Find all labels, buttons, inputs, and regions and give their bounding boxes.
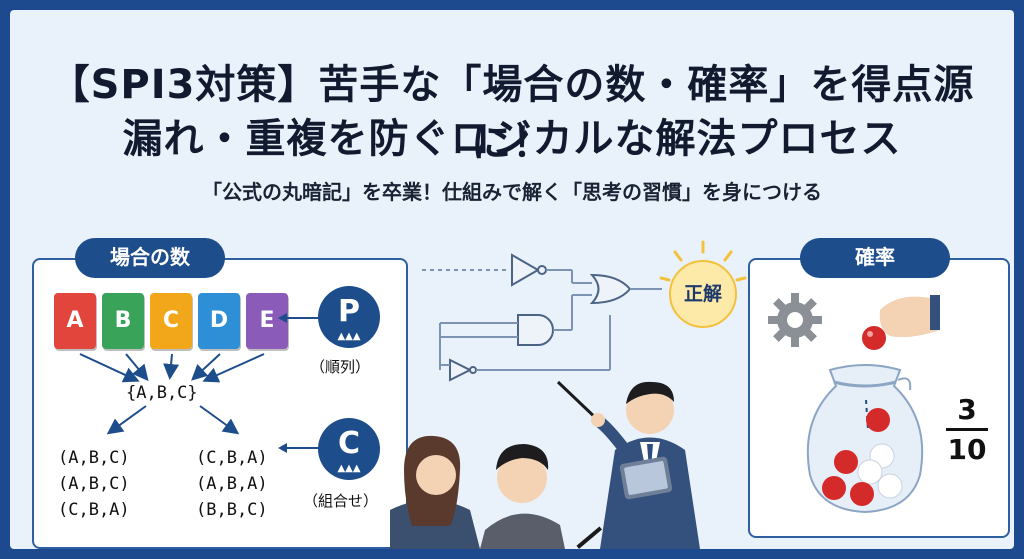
permutation-icon: P ▲▲▲ xyxy=(318,286,380,348)
permutation-caption: （順列） xyxy=(310,358,371,376)
card-c: C xyxy=(150,293,192,349)
card-a: A xyxy=(54,293,96,349)
infographic-canvas: 【SPI3対策】苦手な「場合の数・確率」を得点源に！ 漏れ・重複を防ぐロジカルな… xyxy=(10,10,1014,549)
probability-fraction: 3 10 xyxy=(942,393,992,466)
combination-icon: C ▲▲▲ xyxy=(318,418,380,480)
card-b: B xyxy=(102,293,144,349)
fraction-denominator: 10 xyxy=(947,433,987,466)
combination-caption: （組合せ） xyxy=(303,492,379,510)
arrow-to-cards-icon xyxy=(278,313,322,323)
combo-left-2: (A,B,C) xyxy=(58,474,130,494)
tree-arrows xyxy=(79,353,265,435)
fraction-numerator: 3 xyxy=(957,393,977,426)
correct-badge: 正解 xyxy=(669,260,737,328)
sparkle-icon xyxy=(659,240,747,282)
set-label: {A,B,C} xyxy=(126,383,198,403)
gear-icon xyxy=(768,293,822,347)
people-illustration xyxy=(390,380,700,549)
combo-right-3: (B,B,C) xyxy=(196,500,268,520)
combo-left-3: (C,B,A) xyxy=(58,500,130,520)
ball-bag-illustration xyxy=(806,295,940,514)
people-icon: ▲▲▲ xyxy=(337,331,361,342)
combination-letter: C xyxy=(337,426,361,461)
title-line-2: 漏れ・重複を防ぐロジカルな解法プロセス xyxy=(122,116,902,162)
combo-left-1: (A,B,C) xyxy=(58,448,130,468)
subtitle: 「公式の丸暗記」を卒業！仕組みで解く「思考の習慣」を身につける xyxy=(202,180,822,204)
combo-right-1: (C,B,A) xyxy=(196,448,268,468)
cases-heading: 場合の数 xyxy=(75,238,225,278)
card-e: E xyxy=(246,293,288,349)
arrow-to-combos-icon xyxy=(278,443,322,453)
probability-heading: 確率 xyxy=(800,238,950,278)
fraction-bar xyxy=(946,428,988,431)
permutation-letter: P xyxy=(338,294,360,329)
logic-gate-diagram xyxy=(422,253,662,382)
card-d: D xyxy=(198,293,240,349)
combo-right-2: (A,B,A) xyxy=(196,474,268,494)
title-line-1: 【SPI3対策】苦手な「場合の数・確率」を得点源に！ xyxy=(49,62,975,166)
people-icon: ▲▲▲ xyxy=(337,463,361,474)
